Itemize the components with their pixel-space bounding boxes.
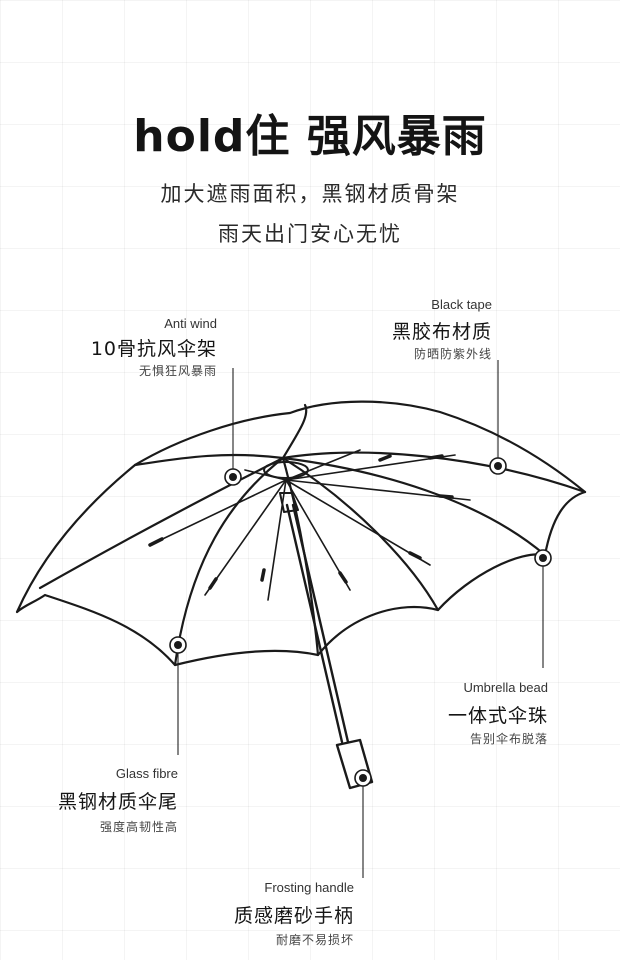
anti-wind-title: 10骨抗风伞架 <box>90 338 217 360</box>
umbrella-bead-en: Umbrella bead <box>463 680 548 695</box>
callout-dots <box>169 457 552 787</box>
umbrella-shaft <box>285 503 344 744</box>
umbrella-bead-title: 一体式伞珠 <box>447 705 548 727</box>
umbrella-bead-desc: 告别伞布脱落 <box>469 732 548 746</box>
black-tape-title: 黑胶布材质 <box>391 321 492 343</box>
glass-fibre-en: Glass fibre <box>115 766 178 781</box>
page-title: hold住 强风暴雨 <box>133 111 487 162</box>
subtitle-line-2: 雨天出门安心无忧 <box>218 222 402 246</box>
frosting-handle-en: Frosting handle <box>264 880 354 895</box>
black-tape-desc: 防晒防紫外线 <box>413 347 492 361</box>
glass-fibre-title: 黑钢材质伞尾 <box>57 791 178 813</box>
frosting-handle-desc: 耐磨不易损坏 <box>275 933 354 947</box>
frosting-handle-title: 质感磨砂手柄 <box>233 905 354 927</box>
umbrella-handle <box>335 738 374 790</box>
black-tape-en: Black tape <box>431 297 492 312</box>
anti-wind-en: Anti wind <box>164 316 217 331</box>
glass-fibre-desc: 强度高韧性高 <box>99 820 178 834</box>
anti-wind-desc: 无惧狂风暴雨 <box>138 364 217 378</box>
subtitle-line-1: 加大遮雨面积，黑钢材质骨架 <box>160 182 460 206</box>
